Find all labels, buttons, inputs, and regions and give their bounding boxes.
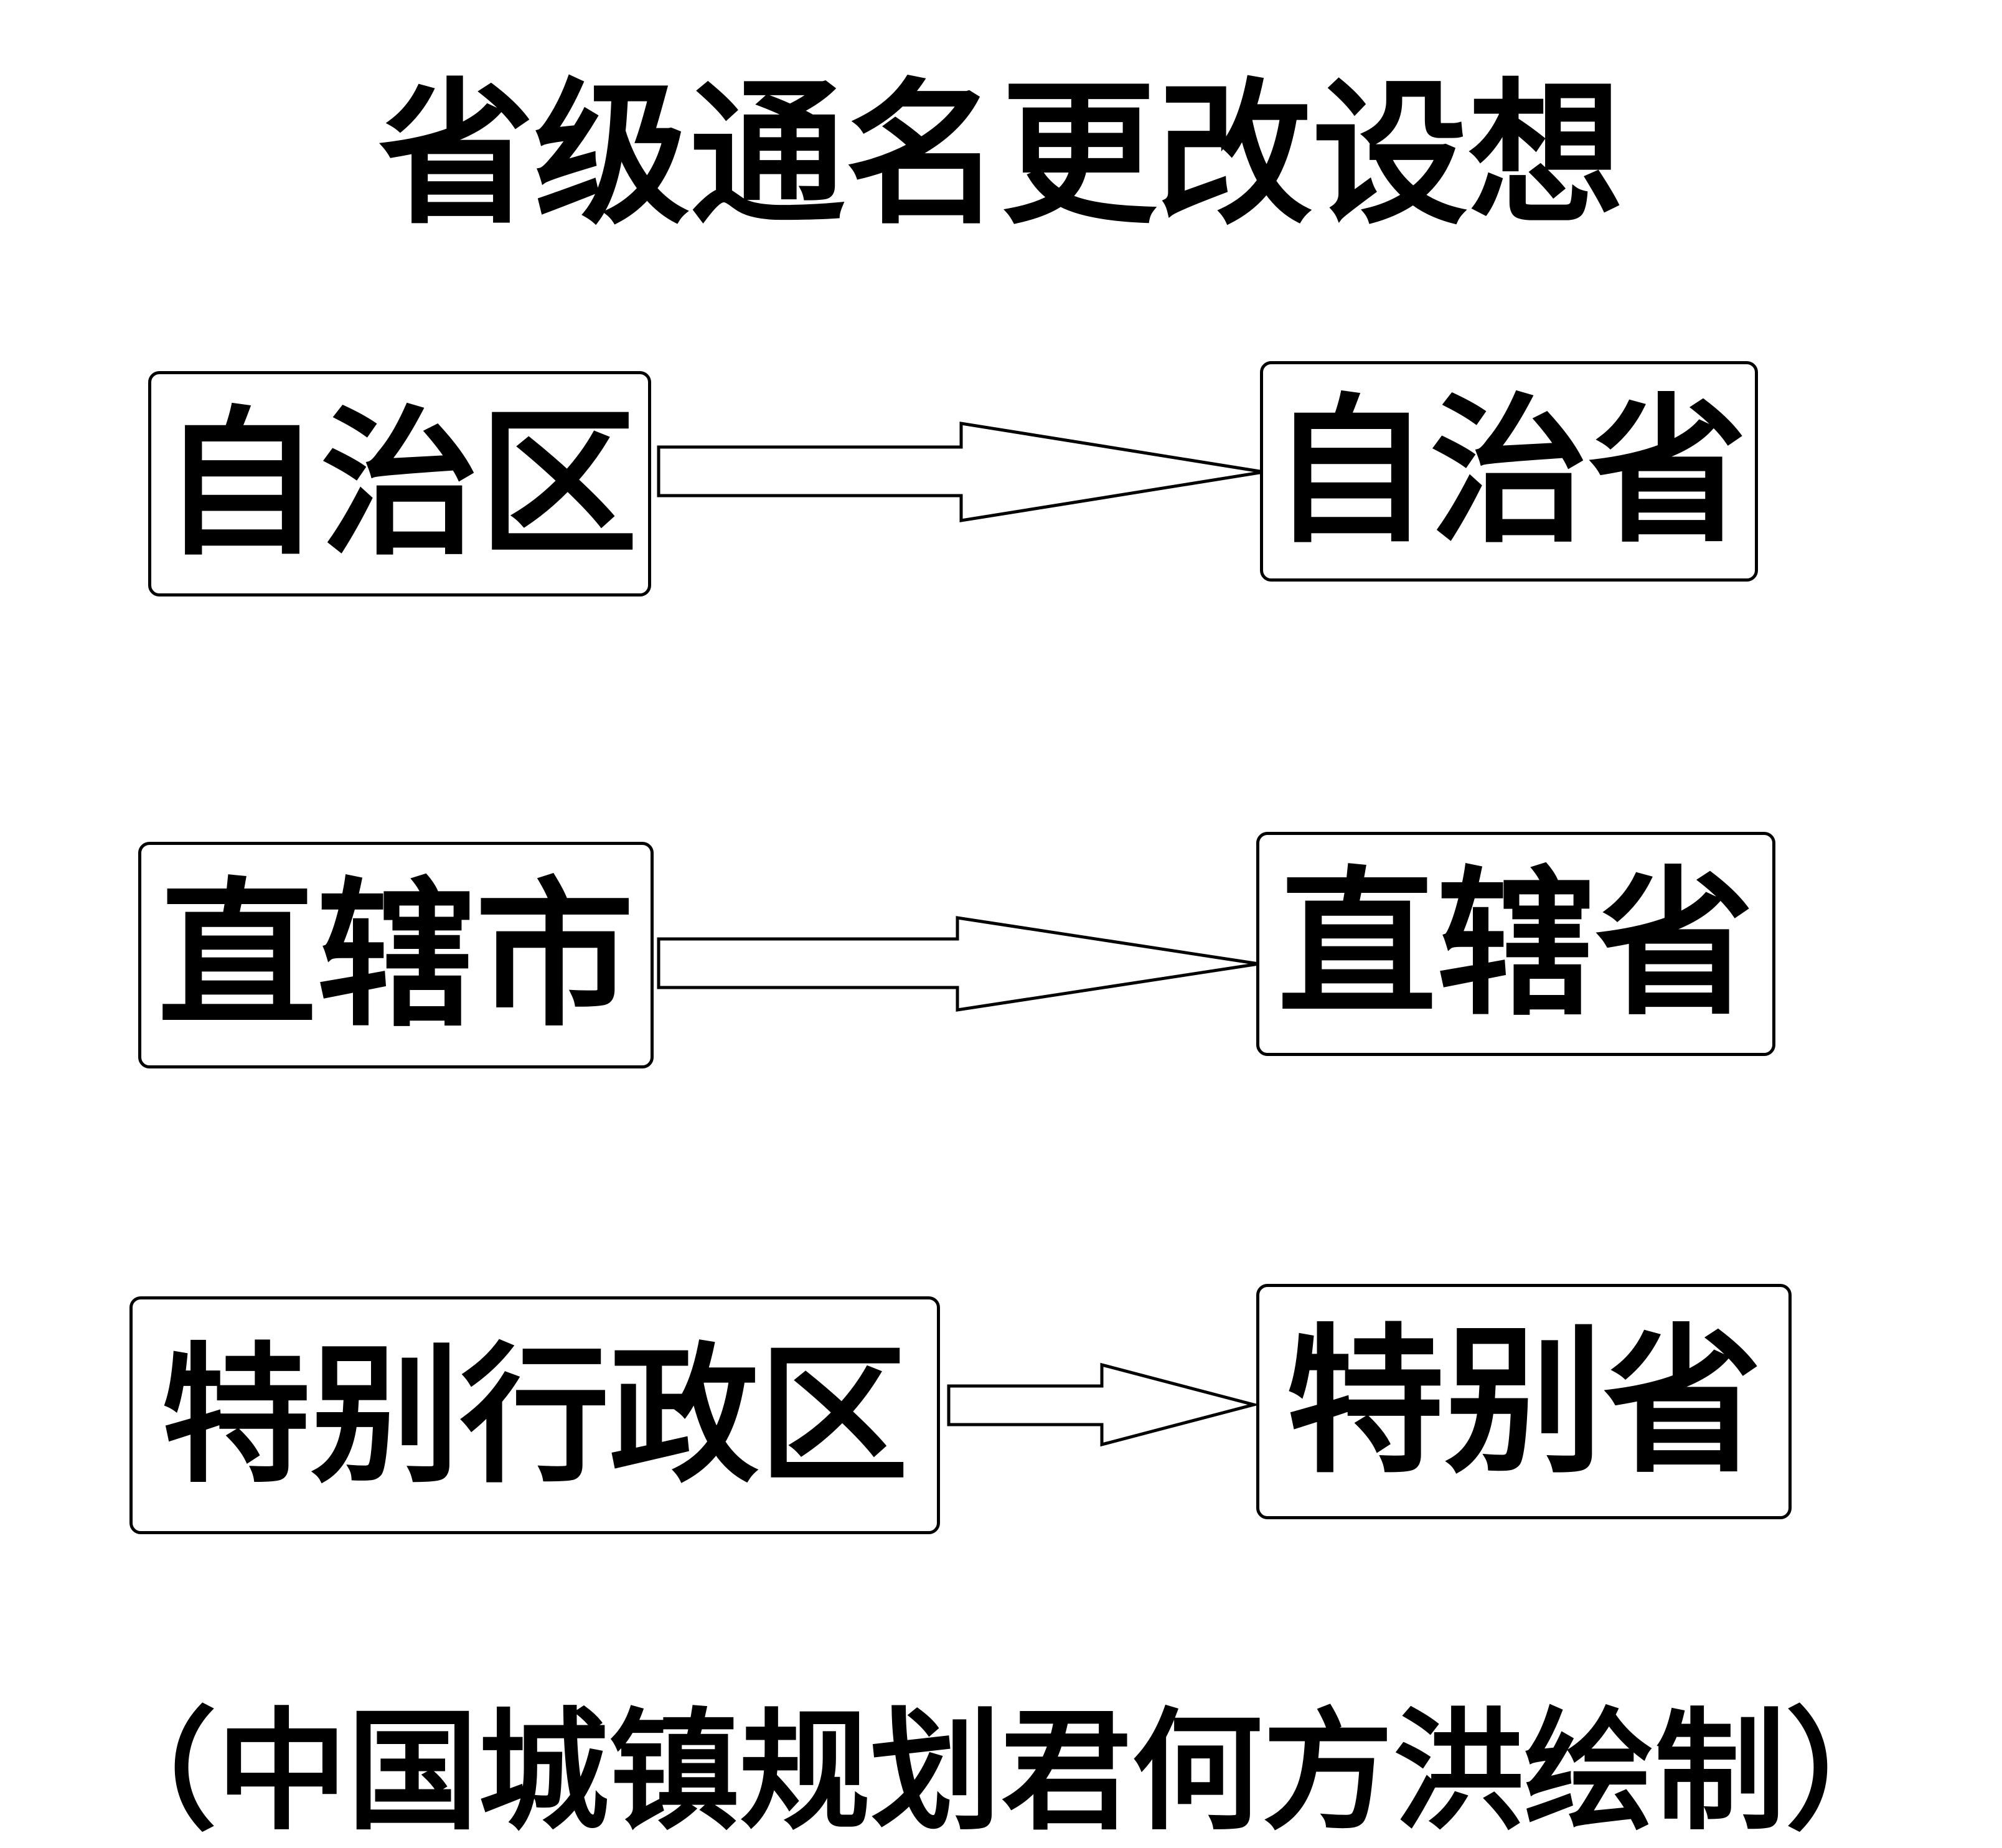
box-to-1-label: 自治省 (1271, 378, 1747, 565)
arrow-3 (947, 1362, 1260, 1447)
box-from-1: 自治区 (148, 371, 651, 596)
box-from-2: 直辖市 (138, 842, 654, 1068)
box-to-1: 自治省 (1260, 361, 1758, 582)
box-to-2-label: 直辖省 (1277, 851, 1754, 1037)
footer-credit: （中国城镇规划君何方洪绘制） (85, 1694, 1916, 1848)
diagram-title: 省级通名更改设想 (378, 62, 1624, 245)
box-from-1-label: 自治区 (161, 390, 638, 577)
box-to-2: 直辖省 (1256, 832, 1775, 1056)
arrow-1 (657, 422, 1264, 522)
box-from-2-label: 直辖市 (157, 862, 634, 1049)
box-to-3-label: 特别省 (1285, 1308, 1762, 1495)
box-from-3: 特别行政区 (129, 1296, 940, 1534)
arrow-2 (657, 916, 1259, 1012)
box-to-3: 特别省 (1256, 1284, 1792, 1519)
arrows-layer (657, 422, 1264, 1447)
box-from-3-label: 特别行政区 (161, 1327, 908, 1503)
